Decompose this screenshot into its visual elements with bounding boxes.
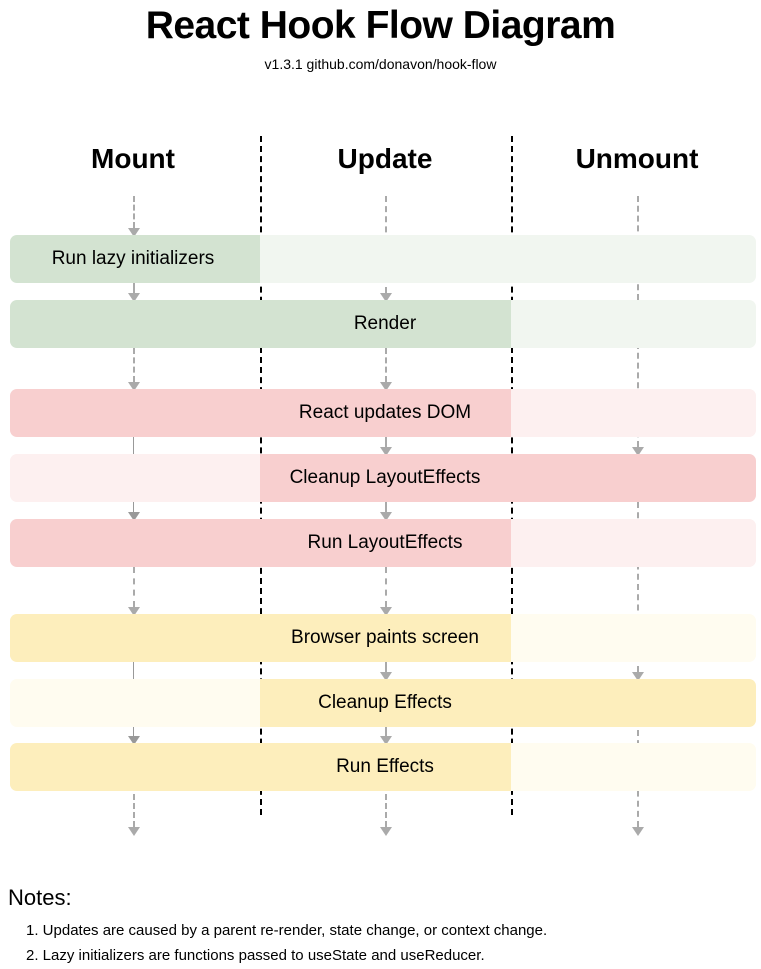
lifecycle-bar xyxy=(10,743,756,791)
lifecycle-bar xyxy=(10,235,756,283)
update-step-arrow-arrowhead xyxy=(380,736,392,745)
lifecycle-bar xyxy=(10,300,756,348)
update-step-arrow-line xyxy=(385,727,387,736)
unmount-step-arrow-arrowhead xyxy=(632,672,644,681)
mount-entry-arrow-arrowhead xyxy=(128,228,140,237)
update-step-arrow-arrowhead xyxy=(380,672,392,681)
lifecycle-bar xyxy=(10,389,756,437)
bar-label: Render xyxy=(353,313,417,334)
update-entry-arrow-arrowhead xyxy=(380,293,392,302)
bar-segment-mount xyxy=(10,614,260,662)
bar-segment-mount xyxy=(10,235,260,283)
bar-label: Cleanup Effects xyxy=(318,692,452,713)
bar-label: Run lazy initializers xyxy=(51,248,215,269)
bar-segment-unmount xyxy=(511,235,756,283)
bar-segment-update xyxy=(260,614,511,662)
bar-segment-update xyxy=(260,519,511,567)
unmount-exit-arrow-arrowhead xyxy=(632,827,644,836)
bar-segment-update xyxy=(260,454,511,502)
update-step-arrow-arrowhead xyxy=(380,447,392,456)
update-step-arrow-line xyxy=(385,502,387,512)
notes-heading: Notes: xyxy=(8,885,72,910)
lifecycle-bar xyxy=(10,614,756,662)
mount-step-arrow-line xyxy=(133,283,135,293)
mount-bypass-arrow-arrowhead xyxy=(128,736,140,745)
column-header-unmount: Unmount xyxy=(575,143,699,174)
mount-step-arrow-line xyxy=(133,567,135,607)
update-step-arrow-line xyxy=(385,437,387,447)
bar-segment-mount xyxy=(10,743,260,791)
update-exit-arrow-arrowhead xyxy=(380,827,392,836)
bar-segment-unmount xyxy=(511,389,756,437)
bar-segment-unmount xyxy=(511,614,756,662)
bar-segment-mount xyxy=(10,519,260,567)
unmount-entry-arrow-arrowhead xyxy=(632,447,644,456)
mount-step-arrow-arrowhead xyxy=(128,382,140,391)
mount-step-arrow-arrowhead xyxy=(128,607,140,616)
bar-segment-update xyxy=(260,235,511,283)
bar-segment-update xyxy=(260,389,511,437)
lifecycle-bar xyxy=(10,454,756,502)
bar-segment-unmount xyxy=(511,519,756,567)
update-step-arrow-line xyxy=(385,567,387,607)
lifecycle-bar xyxy=(10,519,756,567)
column-header-mount: Mount xyxy=(91,143,175,174)
update-step-arrow-arrowhead xyxy=(380,382,392,391)
column-header-update: Update xyxy=(337,143,433,174)
bar-segment-update xyxy=(260,300,511,348)
bar-segment-mount xyxy=(10,454,260,502)
mount-exit-arrow-line xyxy=(133,794,135,827)
bar-segment-unmount xyxy=(511,679,756,727)
mount-exit-arrow-arrowhead xyxy=(128,827,140,836)
update-step-arrow-arrowhead xyxy=(380,512,392,521)
bar-segment-unmount xyxy=(511,300,756,348)
bar-segment-update xyxy=(260,679,511,727)
bar-segment-mount xyxy=(10,389,260,437)
bar-label: Cleanup LayoutEffects xyxy=(289,467,481,488)
mount-bypass-arrow-arrowhead xyxy=(128,512,140,521)
page-subtitle: v1.3.1 github.com/donavon/hook-flow xyxy=(264,56,497,72)
bar-label: React updates DOM xyxy=(298,402,472,423)
update-step-arrow-line xyxy=(385,348,387,382)
update-step-arrow-arrowhead xyxy=(380,607,392,616)
bar-label: Browser paints screen xyxy=(291,627,479,648)
bar-segment-mount xyxy=(10,300,260,348)
mount-step-arrow-arrowhead xyxy=(128,293,140,302)
bar-segment-unmount xyxy=(511,454,756,502)
bar-segment-update xyxy=(260,743,511,791)
page-title: React Hook Flow Diagram xyxy=(145,4,616,47)
bar-segment-unmount xyxy=(511,743,756,791)
bar-segment-mount xyxy=(10,679,260,727)
bar-label: Run Effects xyxy=(336,756,434,777)
mount-step-arrow-line xyxy=(133,348,135,382)
unmount-step-arrow-line xyxy=(637,502,639,672)
lifecycle-bar xyxy=(10,679,756,727)
note-item: 1. Updates are caused by a parent re-ren… xyxy=(26,922,548,939)
bar-label: Run LayoutEffects xyxy=(307,532,463,553)
update-exit-arrow-line xyxy=(385,794,387,827)
mount-entry-arrow-line xyxy=(133,196,135,228)
update-step-arrow-line xyxy=(385,662,387,672)
note-item: 2. Lazy initializers are functions passe… xyxy=(26,947,485,964)
